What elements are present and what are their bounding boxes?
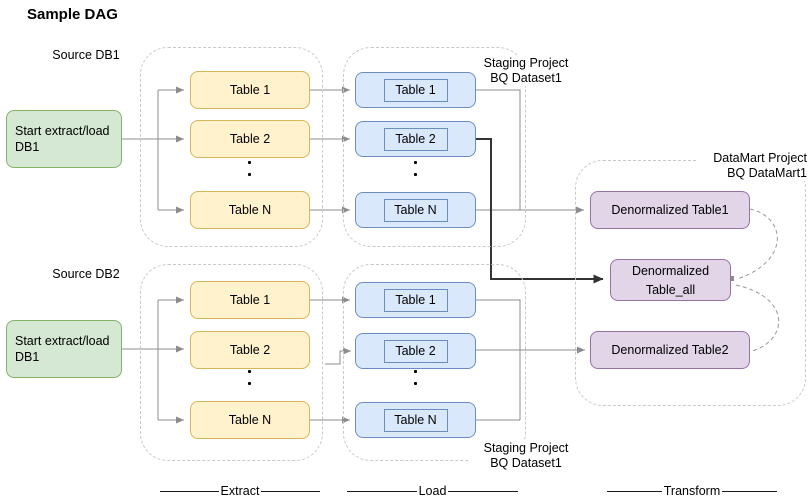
- staging-project-label-db1: Staging Project BQ Dataset1: [470, 56, 582, 86]
- ellipsis-dots: [411, 370, 419, 385]
- extract-table-node: Table 1: [190, 281, 310, 319]
- extract-table-node: Table N: [190, 191, 310, 229]
- datamart-label-line1: DataMart Project: [713, 151, 807, 165]
- load-table-node: Table 2: [355, 333, 476, 369]
- stage-label-extract: Extract: [160, 483, 320, 499]
- datamart-group: [575, 160, 806, 406]
- denormalized-table2-node: Denormalized Table2: [590, 331, 750, 369]
- extract-group-db2: [140, 264, 323, 461]
- stage-rule: [722, 490, 777, 492]
- table-inner-box: Table 1: [383, 78, 448, 102]
- stage-rule: [448, 490, 518, 492]
- staging-project-line1: Staging Project: [483, 441, 569, 455]
- ellipsis-dots: [245, 370, 253, 385]
- staging-project-line2: BQ Dataset1: [490, 71, 562, 85]
- source-db2-label: Source DB2: [52, 267, 120, 281]
- table-label: Table 1: [395, 292, 436, 307]
- staging-project-label-db2: Staging Project BQ Dataset1: [470, 441, 582, 471]
- load-table-node: Table N: [355, 402, 476, 438]
- stage-rule: [607, 490, 662, 492]
- table-label: Table 2: [229, 342, 271, 357]
- table-inner-box: Table N: [383, 198, 448, 222]
- staging-project-line1: Staging Project: [483, 56, 569, 70]
- table-label: Table 2: [229, 131, 271, 146]
- stage-rule: [347, 490, 417, 492]
- extract-group-db1: [140, 47, 323, 247]
- stage-rule: [261, 490, 320, 492]
- table-inner-box: Table 2: [383, 127, 448, 151]
- denormalized-table-all-node: Denormalized Table_all: [610, 259, 731, 301]
- load-table-node: Table 1: [355, 72, 476, 108]
- load-table-node: Table 1: [355, 282, 476, 318]
- table-label: Table 1: [229, 292, 271, 307]
- start-node-line1: Start extract/load: [15, 123, 110, 138]
- table-inner-box: Table 2: [383, 339, 448, 363]
- table-label: Table 2: [395, 343, 436, 358]
- stage-label-load: Load: [347, 483, 518, 499]
- table-label: Table 1: [395, 82, 436, 97]
- ellipsis-dots: [411, 161, 419, 176]
- stage-text: Load: [418, 484, 447, 498]
- stage-label-transform: Transform: [607, 483, 777, 499]
- start-node-db1: Start extract/load DB1: [6, 110, 122, 168]
- extract-table-node: Table N: [190, 401, 310, 439]
- extract-table-node: Table 2: [190, 331, 310, 369]
- extract-table-node: Table 2: [190, 120, 310, 158]
- load-group-db1: [343, 47, 526, 247]
- table-label: Denormalized Table2: [611, 342, 729, 357]
- start-node-db2: Start extract/load DB1: [6, 320, 122, 378]
- datamart-project-label: DataMart Project BQ DataMart1: [696, 151, 808, 181]
- table-label: Table N: [394, 412, 437, 427]
- load-group-db2: [343, 264, 526, 461]
- table-label: Table 2: [395, 131, 436, 146]
- load-table-node: Table 2: [355, 121, 476, 157]
- staging-project-line2: BQ Dataset1: [490, 456, 562, 470]
- ellipsis-dots: [245, 161, 253, 176]
- table-label: Table N: [228, 202, 272, 217]
- load-table-node: Table N: [355, 192, 476, 228]
- stage-rule: [160, 490, 219, 492]
- start-node-line2: DB1: [15, 350, 40, 364]
- source-db1-label: Source DB1: [52, 48, 120, 62]
- extract-table-node: Table 1: [190, 71, 310, 109]
- table-label: Denormalized Table1: [611, 202, 729, 217]
- stage-text: Transform: [663, 484, 721, 498]
- datamart-label-line2: BQ DataMart1: [727, 166, 807, 180]
- start-node-line2: DB1: [15, 140, 40, 154]
- table-label: Table 1: [229, 82, 271, 97]
- page-title: Sample DAG: [27, 6, 118, 23]
- table-label-line1: Denormalized: [631, 263, 710, 278]
- table-inner-box: Table N: [383, 408, 448, 432]
- table-label: Table N: [228, 412, 272, 427]
- stage-text: Extract: [220, 484, 260, 498]
- start-node-line1: Start extract/load: [15, 333, 110, 348]
- table-label-line2: Table_all: [645, 282, 696, 297]
- table-label: Table N: [394, 202, 437, 217]
- table-inner-box: Table 1: [383, 288, 448, 312]
- denormalized-table1-node: Denormalized Table1: [590, 191, 750, 229]
